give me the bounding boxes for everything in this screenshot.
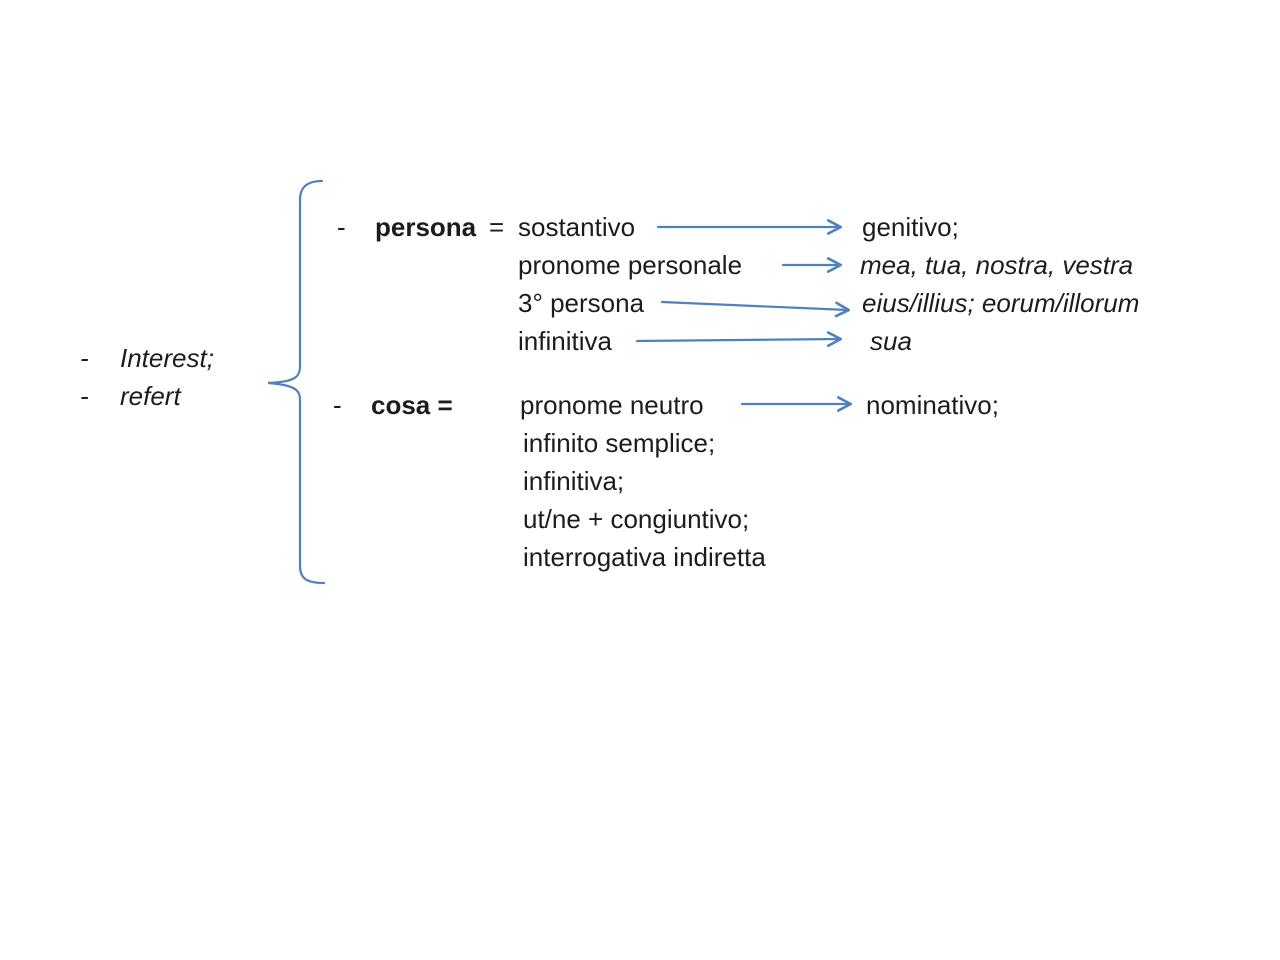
persona-row-right-eius-illius: eius/illius; eorum/illorum <box>862 288 1140 318</box>
cosa-row-left-pronome-neutro: pronome neutro <box>520 390 704 420</box>
cosa-head: cosa = <box>371 390 453 420</box>
cosa-bullet: - <box>333 390 342 420</box>
arrow-terza-persona-eius <box>660 300 851 318</box>
cosa-row-right-nominativo: nominativo; <box>866 390 999 420</box>
persona-row-left-pronome-personale: pronome personale <box>518 250 743 280</box>
left-list-bullet-1: - <box>80 343 89 373</box>
persona-row-left-sostantivo: sostantivo <box>518 212 636 242</box>
left-brace <box>267 179 326 585</box>
persona-equals: = <box>489 212 505 242</box>
arrow-infinitiva-sua <box>635 331 843 348</box>
left-list-item-interest: Interest; <box>120 343 214 373</box>
persona-row-left-infinitiva: infinitiva <box>518 326 612 356</box>
left-list-bullet-2: - <box>80 381 89 411</box>
cosa-row-ut-ne-congiuntivo: ut/ne + congiuntivo; <box>523 504 750 534</box>
persona-row-right-genitivo: genitivo; <box>862 212 959 242</box>
cosa-row-interrogativa-indiretta: interrogativa indiretta <box>523 542 766 572</box>
persona-row-left-terza-persona: 3° persona <box>518 288 645 318</box>
persona-row-right-possessives: mea, tua, nostra, vestra <box>860 250 1134 280</box>
persona-row-right-sua: sua <box>870 326 912 356</box>
persona-bullet: - <box>337 212 346 242</box>
persona-head: persona <box>375 212 477 242</box>
cosa-row-infinitiva: infinitiva; <box>523 466 625 496</box>
cosa-row-infinito-semplice: infinito semplice; <box>523 428 716 458</box>
left-list-item-refert: refert <box>120 381 181 411</box>
